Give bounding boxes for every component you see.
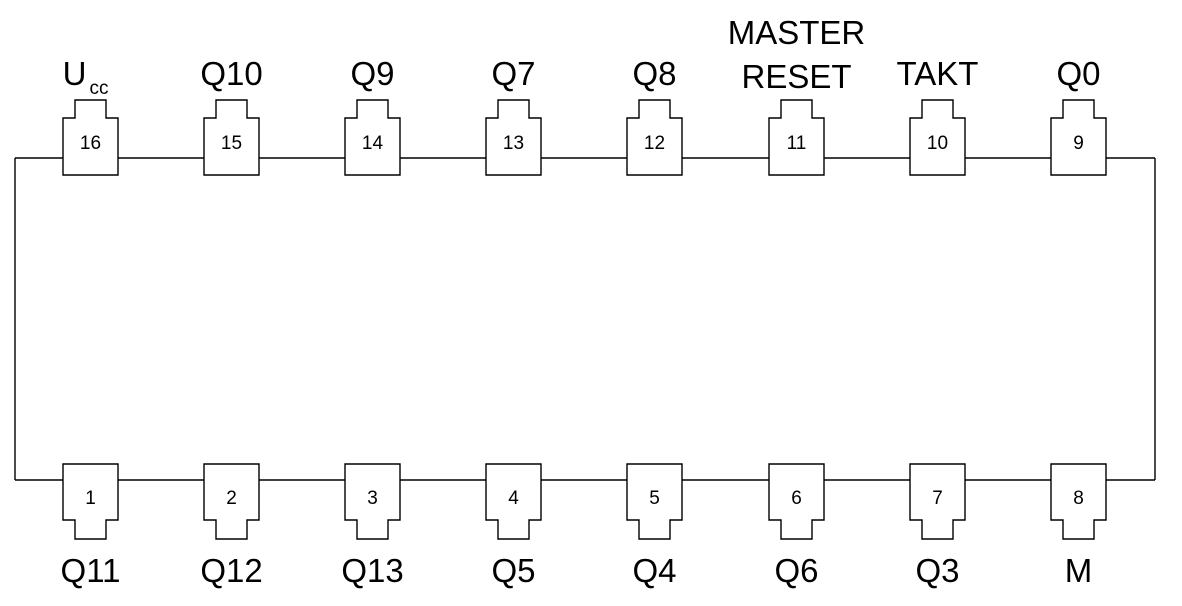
pin-number: 5 [649, 488, 660, 509]
pin-11: 11 MASTER RESET [728, 14, 866, 176]
pin-10: 10 TAKT [897, 55, 979, 176]
pin-number: 15 [221, 133, 242, 154]
pin-9: 9 Q0 [1050, 55, 1107, 176]
signal-label: MASTER [728, 14, 866, 51]
pin-outline [626, 463, 683, 540]
pin-number: 4 [508, 488, 519, 509]
pin-4: 4Q5 [485, 463, 542, 589]
pin-number: 11 [787, 133, 807, 154]
signal-label: Q8 [632, 55, 676, 92]
pin-outline [203, 463, 260, 540]
pin-12: 12 Q8 [626, 55, 683, 176]
signal-label: U [63, 55, 87, 92]
signal-label-line2: RESET [741, 58, 851, 95]
pin-number: 13 [503, 133, 524, 154]
signal-label: M [1065, 552, 1093, 589]
pin-number: 2 [226, 488, 237, 509]
signal-label: Q7 [491, 55, 535, 92]
ic-body-outline [14, 157, 1156, 481]
signal-label: Q9 [350, 55, 394, 92]
pin-15: 15 Q10 [200, 55, 263, 176]
pin-number: 1 [85, 488, 96, 509]
pin-number: 16 [80, 133, 101, 154]
signal-label: Q11 [61, 552, 121, 589]
pin-outline [344, 99, 401, 176]
signal-label: Q4 [632, 552, 676, 589]
pin-outline [909, 99, 966, 176]
signal-label: Q13 [341, 552, 403, 589]
pin-outline [485, 463, 542, 540]
signal-label: Q10 [200, 55, 262, 92]
pin-6: 6Q6 [768, 463, 825, 589]
pin-number: 10 [927, 133, 948, 154]
pin-7: 7Q3 [909, 463, 966, 589]
pin-outline [626, 99, 683, 176]
signal-label: Q0 [1056, 55, 1100, 92]
pin-number: 6 [791, 488, 802, 509]
pin-outline [768, 463, 825, 540]
pin-outline [1050, 99, 1107, 176]
pin-outline [485, 99, 542, 176]
pin-number: 3 [367, 488, 378, 509]
pin-number: 7 [932, 488, 943, 509]
pin-number: 9 [1073, 133, 1084, 154]
pin-13: 13 Q7 [485, 55, 542, 176]
signal-label: Q5 [491, 552, 535, 589]
pin-8: 8M [1050, 463, 1107, 589]
pin-outline [62, 99, 119, 176]
signal-subscript: cc [90, 78, 109, 99]
signal-label: Q6 [774, 552, 818, 589]
pin-outline [344, 463, 401, 540]
signal-label: Q3 [915, 552, 959, 589]
pin-outline [203, 99, 260, 176]
pin-number: 14 [362, 133, 384, 154]
signal-label: Q12 [200, 552, 262, 589]
pin-14: 14 Q9 [344, 55, 401, 176]
pin-outline [909, 463, 966, 540]
signal-label: TAKT [897, 55, 979, 92]
pin-outline [1050, 463, 1107, 540]
pin-number: 8 [1073, 488, 1084, 509]
pin-number: 12 [644, 133, 665, 154]
pin-outline [62, 463, 119, 540]
pin-outline [768, 99, 825, 176]
pin-5: 5Q4 [626, 463, 683, 589]
